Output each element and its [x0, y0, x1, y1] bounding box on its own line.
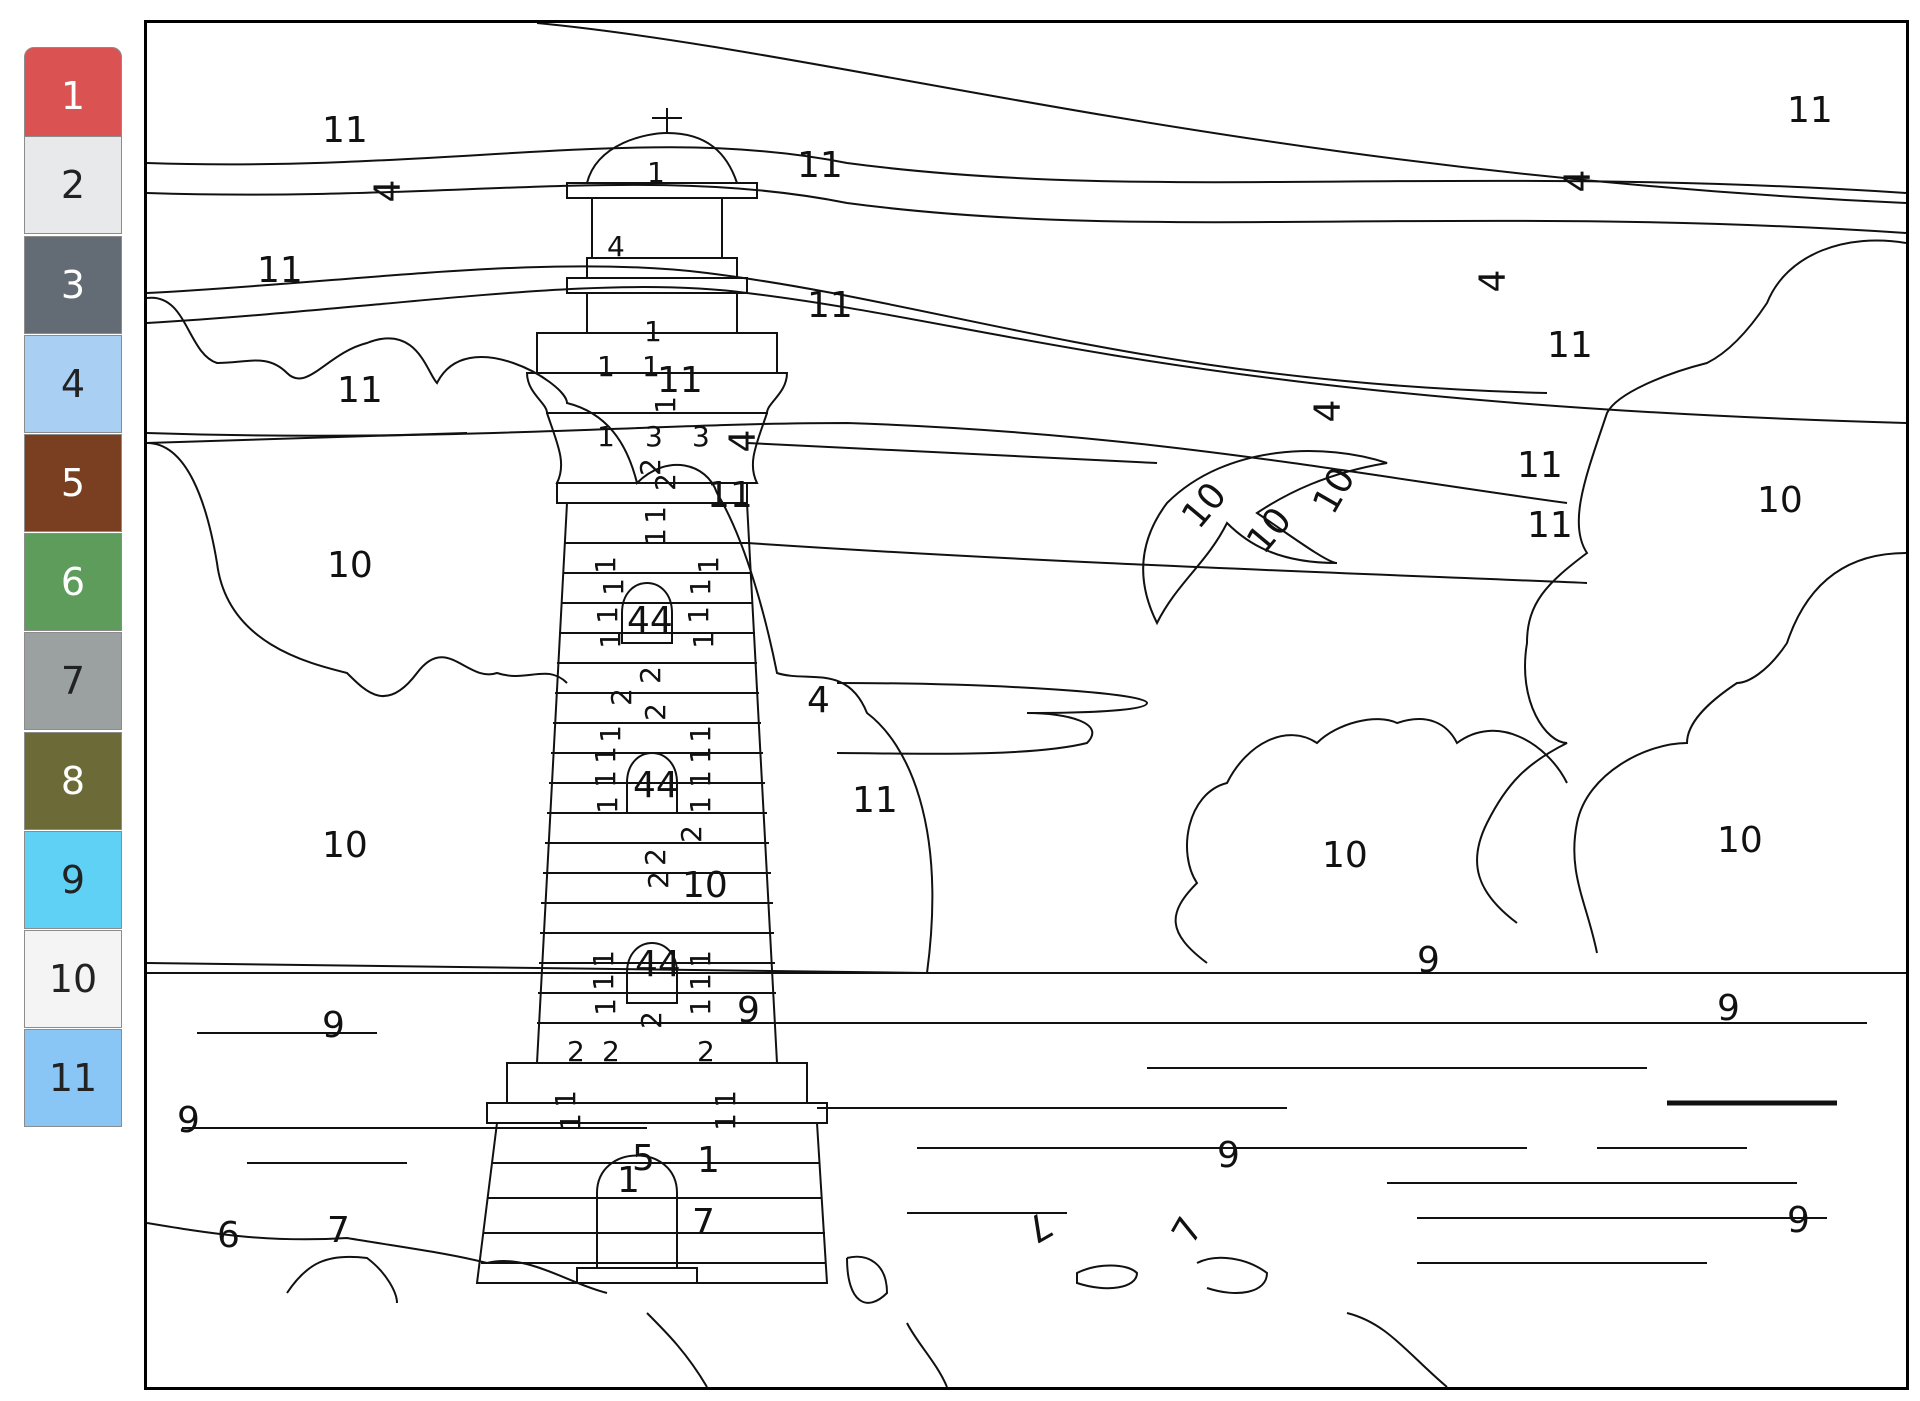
palette-swatch-5[interactable]: 5: [24, 434, 122, 532]
palette-swatch-6[interactable]: 6: [24, 533, 122, 631]
palette-swatch-2[interactable]: 2: [24, 136, 122, 234]
palette-swatch-7[interactable]: 7: [24, 632, 122, 730]
palette-number: 2: [60, 163, 86, 207]
palette-swatch-11[interactable]: 11: [24, 1029, 122, 1127]
palette-number: 8: [60, 759, 86, 803]
palette-swatch-4[interactable]: 4: [24, 335, 122, 433]
palette-number: 5: [60, 461, 86, 505]
palette-number: 4: [60, 362, 86, 406]
palette-swatch-8[interactable]: 8: [24, 732, 122, 830]
lighthouse-line-art[interactable]: [147, 23, 1906, 1387]
palette-number: 10: [48, 957, 98, 1001]
palette-number: 3: [60, 263, 86, 307]
palette-number: 1: [60, 74, 86, 118]
palette-swatch-9[interactable]: 9: [24, 831, 122, 929]
palette-swatch-10[interactable]: 10: [24, 930, 122, 1028]
palette-swatch-3[interactable]: 3: [24, 236, 122, 334]
palette-number: 6: [60, 560, 86, 604]
palette-number: 7: [60, 659, 86, 703]
palette-swatch-1[interactable]: 1: [24, 47, 122, 145]
palette-number: 9: [60, 858, 86, 902]
palette-number: 11: [48, 1056, 98, 1100]
color-palette: 1 2 3 4 5 6 7 8 9 10 11: [0, 0, 140, 1401]
